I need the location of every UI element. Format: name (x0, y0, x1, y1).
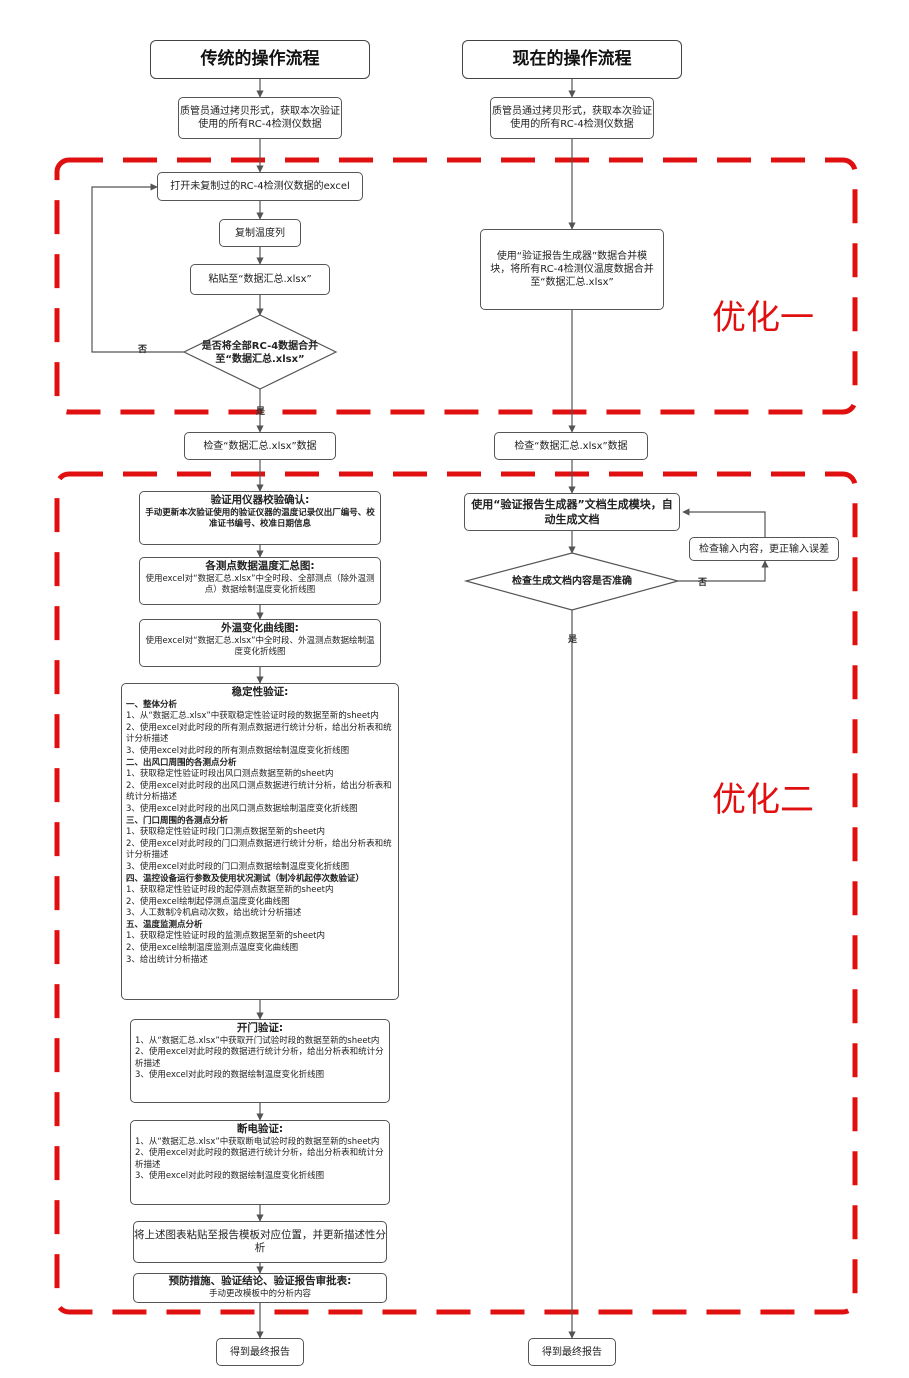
trad-power-line: 3、使用excel对此时段的数据绘制温度变化折线图 (135, 1171, 325, 1182)
trad-stability-title: 稳定性验证: (231, 686, 289, 698)
header-current-label: 现在的操作流程 (512, 49, 632, 69)
stability-step: 1、从“数据汇总.xlsx”中获取稳定性验证时段的数据至新的sheet内 (126, 711, 379, 722)
trad-prevent-node: 预防措施、验证结论、验证报告审批表: 手动更改模板中的分析内容 (133, 1273, 387, 1303)
trad-outside-chart-desc: 使用excel对“数据汇总.xlsx”中全时段、外温测点数据绘制温度变化折线图 (145, 635, 375, 658)
cur-accurate-decision-label: 检查生成文档内容是否准确 (512, 576, 632, 587)
optimization-two-region (54, 471, 858, 1315)
trad-open-excel-node: 打开未复制过的RC-4检测仪数据的excel (157, 172, 363, 201)
stability-step: 2、使用excel绘制起停测点温度变化曲线图 (126, 896, 290, 907)
trad-check-text: 检查“数据汇总.xlsx”数据 (203, 440, 317, 452)
cur-fix-input-text: 检查输入内容，更正输入误差 (699, 543, 829, 555)
trad-paste-node: 粘贴至“数据汇总.xlsx” (190, 264, 330, 295)
trad-paste-text: 粘贴至“数据汇总.xlsx” (208, 274, 312, 285)
trad-prevent-title: 预防措施、验证结论、验证报告审批表: (168, 1275, 352, 1287)
trad-yes-label: 是 (256, 407, 266, 417)
cur-yes-label: 是 (568, 635, 578, 645)
trad-summary-chart-title: 各测点数据温度汇总图: (205, 560, 315, 572)
header-traditional: 传统的操作流程 (150, 40, 370, 79)
cur-merge-text: 使用“验证报告生成器”数据合并模块，将所有RC-4检测仪温度数据合并至“数据汇总… (490, 251, 654, 288)
trad-power-line: 2、使用excel对此时段的数据进行统计分析，给出分析表和统计分析描述 (135, 1148, 384, 1170)
trad-get-data-node: 质管员通过拷贝形式，获取本次验证使用的所有RC-4检测仪数据 (178, 97, 342, 139)
trad-summary-chart-desc: 使用excel对“数据汇总.xlsx”中全时段、全部测点（除外温测点）数据绘制温… (145, 573, 375, 596)
stability-step: 2、使用excel对此时段的所有测点数据进行统计分析，给出分析表和统计分析描述 (126, 722, 392, 745)
trad-door-title: 开门验证: (236, 1022, 284, 1034)
trad-get-data-text: 质管员通过拷贝形式，获取本次验证使用的所有RC-4检测仪数据 (180, 106, 340, 130)
optimization-one-region (54, 157, 858, 415)
trad-door-line: 1、从“数据汇总.xlsx”中获取开门试验时段的数据至新的sheet内 (135, 1035, 380, 1046)
trad-calibration-node: 验证用仪器校验确认: 手动更新本次验证使用的验证仪器的温度记录仪出厂编号、校准证… (139, 491, 381, 545)
stability-step: 1、获取稳定性验证时段的起停测点数据至新的sheet内 (126, 885, 334, 896)
cur-no-label: 否 (698, 578, 708, 588)
stability-step: 3、人工数制冷机启动次数，给出统计分析描述 (126, 908, 302, 919)
cur-check-node: 检查“数据汇总.xlsx”数据 (494, 432, 648, 460)
edge-r-fix (682, 508, 766, 537)
cur-merge-node: 使用“验证报告生成器”数据合并模块，将所有RC-4检测仪温度数据合并至“数据汇总… (480, 229, 664, 310)
trad-power-title: 断电验证: (236, 1123, 284, 1135)
stability-step: 3、使用excel对此时段的出风口测点数据绘制温度变化折线图 (126, 803, 358, 814)
stability-step: 2、使用excel绘制温度监测点温度变化曲线图 (126, 943, 299, 954)
stability-step: 2、使用excel对此时段的出风口测点数据进行统计分析，给出分析表和统计分析描述 (126, 780, 392, 803)
cur-final-node: 得到最终报告 (528, 1338, 616, 1366)
stability-section-heading: 五、温度监测点分析 (126, 919, 203, 930)
trad-outside-chart-title: 外温变化曲线图: (221, 622, 299, 634)
trad-paste-report-node: 将上述图表粘贴至报告模板对应位置，并更新描述性分析 (133, 1221, 387, 1263)
merge-decision-diamond (182, 314, 338, 390)
stability-step: 1、获取稳定性验证时段门口测点数据至新的sheet内 (126, 827, 326, 838)
stability-step: 1、获取稳定性验证时段出风口测点数据至新的sheet内 (126, 769, 334, 780)
stability-section-heading: 三、门口周围的各测点分析 (126, 815, 229, 826)
trad-summary-chart-node: 各测点数据温度汇总图: 使用excel对“数据汇总.xlsx”中全时段、全部测点… (139, 557, 381, 605)
cur-final-text: 得到最终报告 (542, 1346, 602, 1358)
trad-merge-decision-label: 是否将全部RC-4数据合并至“数据汇总.xlsx” (201, 341, 319, 365)
trad-power-line: 1、从“数据汇总.xlsx”中获取断电试验时段的数据至新的sheet内 (135, 1136, 380, 1147)
stability-step: 2、使用excel对此时段的门口测点数据进行统计分析，给出分析表和统计分析描述 (126, 838, 392, 861)
trad-open-excel-text: 打开未复制过的RC-4检测仪数据的excel (170, 181, 350, 192)
stability-step: 3、使用excel对此时段的门口测点数据绘制温度变化折线图 (126, 861, 350, 872)
trad-outside-chart-node: 外温变化曲线图: 使用excel对“数据汇总.xlsx”中全时段、外温测点数据绘… (139, 619, 381, 667)
header-current: 现在的操作流程 (462, 40, 682, 79)
stability-section-heading: 四、温控设备运行参数及使用状况测试（制冷机起停次数验证） (126, 873, 365, 884)
stability-step: 1、获取稳定性验证时段的监测点数据至新的sheet内 (126, 931, 326, 942)
trad-check-node: 检查“数据汇总.xlsx”数据 (184, 432, 336, 460)
trad-paste-report-text: 将上述图表粘贴至报告模板对应位置，并更新描述性分析 (134, 1229, 386, 1254)
optimization-one-label: 优化一 (712, 298, 814, 338)
cur-generate-node: 使用“验证报告生成器”文档生成模块，自动生成文档 (464, 493, 680, 531)
trad-prevent-desc: 手动更改模板中的分析内容 (208, 1289, 311, 1299)
stability-section-heading: 二、出风口周围的各测点分析 (126, 757, 237, 768)
stability-step: 3、给出统计分析描述 (126, 954, 208, 965)
trad-copy-column-text: 复制温度列 (235, 227, 285, 239)
trad-door-line: 3、使用excel对此时段的数据绘制温度变化折线图 (135, 1070, 325, 1081)
trad-no-label: 否 (138, 345, 148, 355)
trad-copy-column-node: 复制温度列 (219, 219, 301, 247)
optimization-two-label: 优化二 (712, 780, 814, 820)
stability-step: 3、使用excel对此时段的所有测点数据绘制温度变化折线图 (126, 745, 350, 756)
trad-final-text: 得到最终报告 (230, 1346, 290, 1358)
cur-fix-input-node: 检查输入内容，更正输入误差 (689, 537, 839, 561)
cur-check-text: 检查“数据汇总.xlsx”数据 (514, 440, 628, 452)
trad-calibration-desc: 手动更新本次验证使用的验证仪器的温度记录仪出厂编号、校准证书编号、校准日期信息 (145, 507, 375, 530)
trad-calibration-title: 验证用仪器校验确认: (210, 494, 310, 506)
cur-generate-text: 使用“验证报告生成器”文档生成模块，自动生成文档 (471, 498, 673, 526)
edge-r-no (678, 560, 769, 582)
accurate-decision-diamond (463, 552, 681, 611)
edge-l-loop (91, 183, 184, 353)
trad-power-node: 断电验证: 1、从“数据汇总.xlsx”中获取断电试验时段的数据至新的sheet… (130, 1120, 390, 1205)
trad-door-line: 2、使用excel对此时段的数据进行统计分析，给出分析表和统计分析描述 (135, 1047, 384, 1069)
header-traditional-label: 传统的操作流程 (200, 49, 320, 69)
cur-get-data-text: 质管员通过拷贝形式，获取本次验证使用的所有RC-4检测仪数据 (492, 106, 652, 130)
trad-final-node: 得到最终报告 (216, 1338, 304, 1366)
trad-door-node: 开门验证: 1、从“数据汇总.xlsx”中获取开门试验时段的数据至新的sheet… (130, 1019, 390, 1103)
stability-section-heading: 一、整体分析 (126, 699, 178, 710)
cur-get-data-node: 质管员通过拷贝形式，获取本次验证使用的所有RC-4检测仪数据 (490, 97, 654, 139)
